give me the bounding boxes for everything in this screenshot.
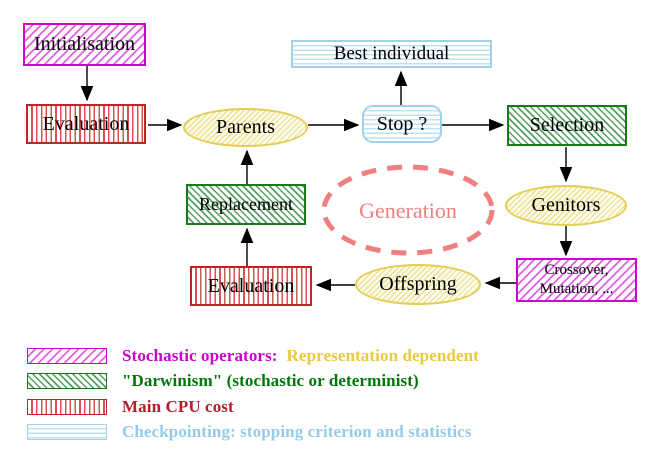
arrow-lines [80, 66, 573, 292]
generation-label: Generation [359, 198, 457, 223]
node-genitors: Genitors [505, 185, 627, 226]
node-offspring: Offspring [355, 264, 481, 305]
legend-label-representation-dependent: Representation dependent [286, 346, 479, 365]
legend-row-checkpointing: Checkpointing: stopping criterion and st… [122, 422, 472, 441]
node-stop-label: Stop ? [376, 112, 428, 135]
node-evaluation-top: Evaluation [26, 104, 146, 144]
node-selection: Selection [507, 105, 627, 146]
legend-swatch-darwinism [27, 373, 107, 389]
node-crossover-mutation: Crossover, Mutation, ... [516, 258, 637, 302]
node-best-individual-label: Best individual [333, 43, 450, 65]
node-crossover-line1: Crossover, [544, 262, 609, 279]
node-evaluation-bottom: Evaluation [190, 266, 312, 306]
node-crossover-line2: Mutation, ... [539, 281, 614, 297]
node-genitors-label: Genitors [531, 194, 601, 216]
legend-row-main-cpu-cost: Main CPU cost [122, 397, 234, 416]
node-parents: Parents [183, 108, 308, 147]
legend-row-darwinism: "Darwinism" (stochastic or determinist) [122, 371, 419, 390]
node-evaluation-bottom-label: Evaluation [207, 274, 295, 297]
node-initialisation: Initialisation [23, 23, 146, 66]
node-initialisation-label: Initialisation [33, 33, 136, 55]
legend-swatch-checkpointing [27, 424, 107, 440]
node-selection-label: Selection [529, 114, 605, 136]
node-evaluation-top-label: Evaluation [42, 112, 130, 135]
node-offspring-label: Offspring [379, 273, 457, 295]
node-replacement: Replacement [186, 184, 306, 225]
node-stop: Stop ? [362, 105, 442, 143]
legend-label-stochastic-operators: Stochastic operators: [122, 346, 278, 365]
node-best-individual: Best individual [291, 40, 492, 68]
legend-swatch-stochastic-operators [27, 348, 107, 364]
node-parents-label: Parents [216, 116, 275, 138]
node-replacement-label: Replacement [199, 194, 293, 215]
legend-row-stochastic-operators: Stochastic operators: Representation depe… [122, 347, 479, 365]
legend-swatch-main-cpu-cost [27, 399, 107, 415]
